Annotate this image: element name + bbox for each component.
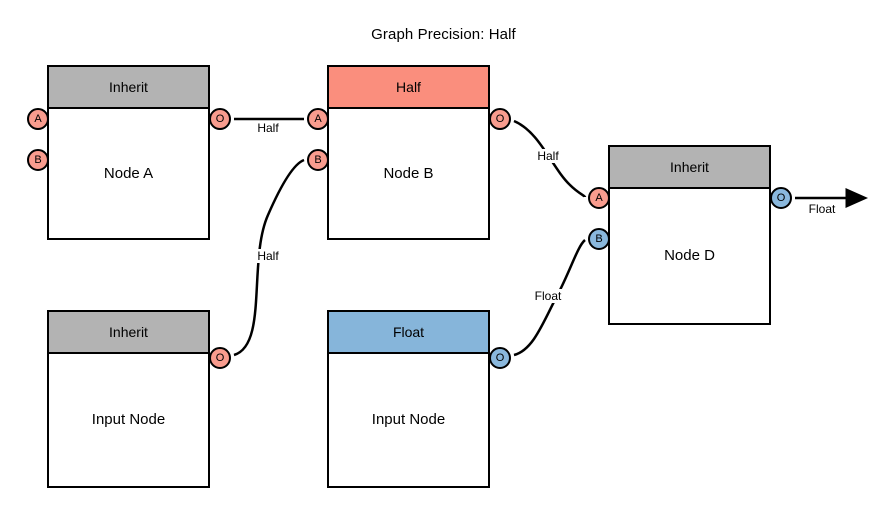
- port-node-a-a[interactable]: A: [27, 108, 49, 130]
- edge-edge-inputleft-o-to-b-b[interactable]: [233, 158, 305, 357]
- edge-edge-b-o-to-d-a[interactable]: [513, 119, 587, 198]
- port-node-b-b[interactable]: B: [307, 149, 329, 171]
- node-header-node-a: Inherit: [49, 67, 208, 109]
- port-node-a-b[interactable]: B: [27, 149, 49, 171]
- node-label-node-a: Node A: [103, 164, 154, 182]
- port-node-d-a[interactable]: A: [588, 187, 610, 209]
- node-header-input-node-middle: Float: [329, 312, 488, 354]
- node-header-node-b: Half: [329, 67, 488, 109]
- port-node-d-o[interactable]: O: [770, 187, 792, 209]
- node-label-node-d: Node D: [664, 247, 715, 264]
- port-node-b-a[interactable]: A: [307, 108, 329, 130]
- edge-label-edge-b-o-to-d-a: Half: [535, 149, 561, 163]
- page-title: Graph Precision: Half: [371, 26, 516, 43]
- port-node-d-b[interactable]: B: [588, 228, 610, 250]
- port-input-node-left-o[interactable]: O: [209, 347, 231, 369]
- node-label-input-node-middle: Input Node: [371, 411, 446, 428]
- node-header-input-node-left: Inherit: [49, 312, 208, 354]
- port-node-a-o[interactable]: O: [209, 108, 231, 130]
- edge-label-edge-inputleft-o-to-b-b: Half: [255, 249, 281, 263]
- edge-label-edge-inputmid-o-to-d-b: Float: [532, 289, 564, 303]
- node-label-node-b: Node B: [383, 164, 434, 182]
- port-node-b-o[interactable]: O: [489, 108, 511, 130]
- edge-label-edge-a-o-to-b-a: Half: [255, 121, 281, 135]
- edge-label-edge-d-output: Float: [806, 202, 838, 216]
- port-input-node-middle-o[interactable]: O: [489, 347, 511, 369]
- node-label-input-node-left: Input Node: [91, 411, 166, 428]
- node-header-node-d: Inherit: [610, 147, 769, 189]
